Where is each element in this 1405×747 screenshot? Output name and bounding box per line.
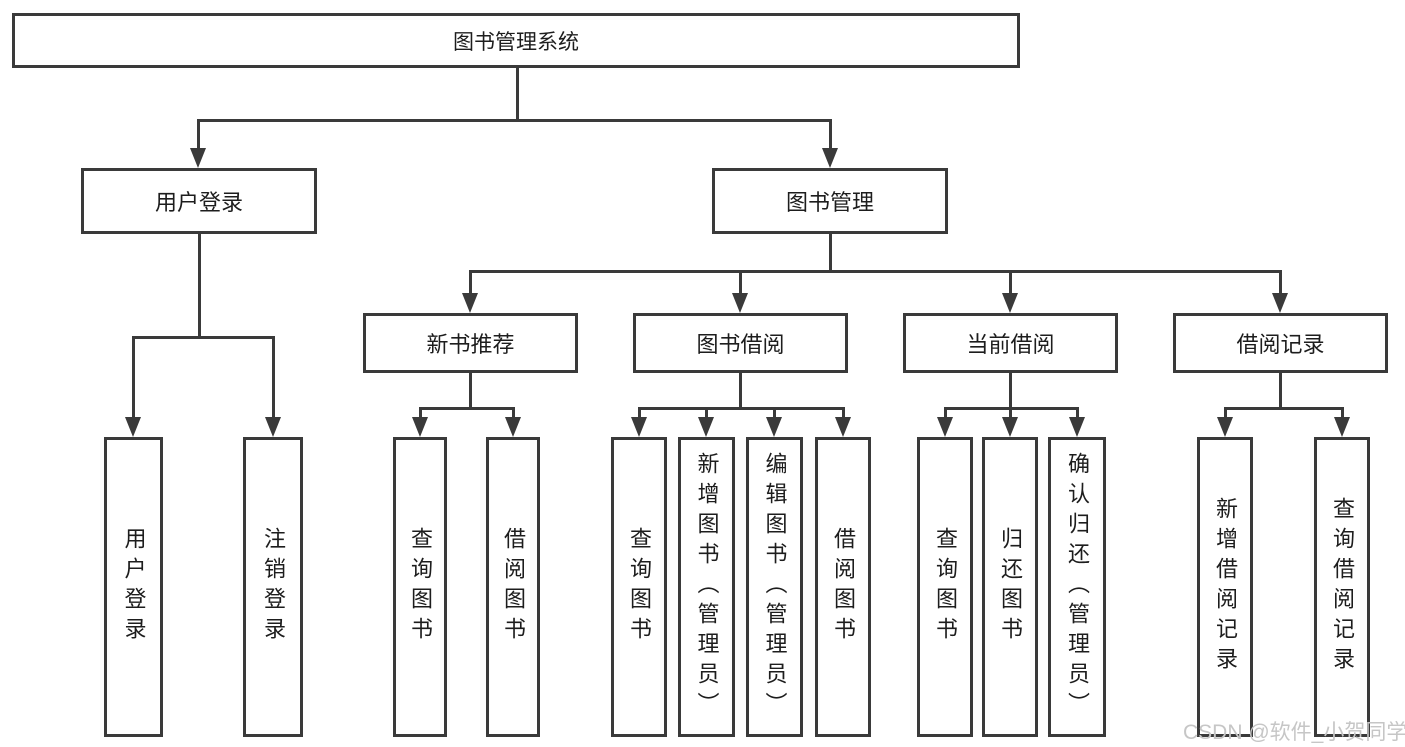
leaf-bb-query-books: 查询图书 [611,437,667,737]
connector-vline [1009,371,1012,407]
arrowhead-down-icon [766,417,782,437]
arrowhead-down-icon [462,293,478,313]
connector-vline [829,232,832,270]
arrowhead-down-icon [1334,417,1350,437]
connector-vline [1224,407,1227,419]
node-book-mgmt: 图书管理 [712,168,948,234]
leaf-cb-query-books: 查询图书 [917,437,973,737]
arrowhead-down-icon [732,293,748,313]
connector-vline [1341,407,1344,419]
connector-vline [944,407,947,419]
arrowhead-down-icon [937,417,953,437]
connector-vline [1009,270,1012,295]
connector-vline [197,119,200,151]
arrowhead-down-icon [125,417,141,437]
arrowhead-down-icon [1069,417,1085,437]
leaf-user-login: 用户登录 [104,437,163,737]
connector-vline [132,336,135,418]
connector-vline [516,66,519,122]
arrowhead-down-icon [190,148,206,168]
leaf-br-query-record: 查询借阅记录 [1314,437,1370,737]
connector-vline [419,407,422,419]
leaf-br-add-record: 新增借阅记录 [1197,437,1253,737]
node-label: 查询借阅记录 [1330,497,1355,677]
node-label: 当前借阅 [966,332,1055,357]
connector-vline [469,371,472,407]
node-label: 编辑图书（管理员） [762,452,788,722]
arrowhead-down-icon [698,417,714,437]
node-label: 用户登录 [154,190,243,215]
node-borrow-records: 借阅记录 [1173,313,1388,373]
node-label: 新增图书（管理员） [694,452,720,722]
connector-vline [469,270,472,295]
arrowhead-down-icon [835,417,851,437]
node-label: 查询图书 [408,527,433,647]
connector-hline [419,407,515,410]
leaf-logout: 注销登录 [243,437,303,737]
connector-hline [469,270,1282,273]
connector-hline [1224,407,1344,410]
node-user-login: 用户登录 [81,168,317,234]
node-book-borrow: 图书借阅 [633,313,848,373]
connector-vline [739,371,742,407]
node-label: 归还图书 [998,527,1023,647]
connector-vline [638,407,641,419]
node-label: 用户登录 [121,527,147,647]
leaf-cb-confirm-return-admin: 确认归还（管理员） [1048,437,1106,737]
arrowhead-down-icon [412,417,428,437]
connector-vline [1279,270,1282,295]
node-label: 借阅记录 [1236,332,1325,357]
leaf-bb-edit-books-admin: 编辑图书（管理员） [746,437,803,737]
node-root: 图书管理系统 [12,13,1020,68]
connector-vline [842,407,845,419]
leaf-nb-query-books: 查询图书 [393,437,447,737]
connector-vline [1009,407,1012,419]
connector-vline [829,119,832,151]
node-new-books: 新书推荐 [363,313,578,373]
node-label: 图书管理 [785,190,874,215]
leaf-bb-borrow-books: 借阅图书 [815,437,871,737]
node-label: 查询图书 [933,527,958,647]
leaf-nb-borrow-books: 借阅图书 [486,437,540,737]
arrowhead-down-icon [1217,417,1233,437]
connector-vline [512,407,515,419]
arrowhead-down-icon [1002,293,1018,313]
node-label: 图书借阅 [696,332,785,357]
connector-hline [132,336,274,339]
connector-vline [739,270,742,295]
node-label: 新书推荐 [426,332,515,357]
node-label: 确认归还（管理员） [1065,452,1090,722]
node-label: 新增借阅记录 [1213,497,1238,677]
connector-vline [272,336,275,418]
arrowhead-down-icon [822,148,838,168]
connector-vline [773,407,776,419]
leaf-cb-return-books: 归还图书 [982,437,1038,737]
leaf-bb-add-books-admin: 新增图书（管理员） [678,437,735,737]
connector-hline [197,119,832,122]
connector-hline [638,407,845,410]
node-label: 查询图书 [627,527,652,647]
arrowhead-down-icon [1272,293,1288,313]
arrowhead-down-icon [631,417,647,437]
connector-vline [198,232,201,336]
csdn-watermark: CSDN @软件_小贺同学 [1183,721,1405,744]
connector-vline [1076,407,1079,419]
node-current-borrow: 当前借阅 [903,313,1118,373]
node-label: 借阅图书 [501,527,526,647]
connector-vline [1279,371,1282,407]
node-label: 注销登录 [261,527,286,647]
arrowhead-down-icon [1002,417,1018,437]
connector-vline [705,407,708,419]
arrowhead-down-icon [265,417,281,437]
node-label: 借阅图书 [831,527,856,647]
arrowhead-down-icon [505,417,521,437]
node-label: 图书管理系统 [453,30,579,54]
